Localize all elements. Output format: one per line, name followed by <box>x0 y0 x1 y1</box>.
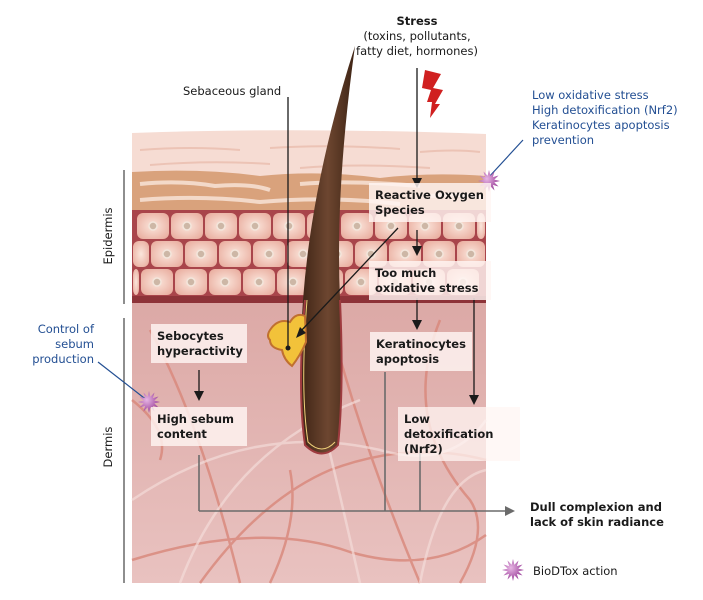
box-line: Keratinocytes <box>376 337 466 351</box>
cell-nucleus <box>230 249 240 259</box>
box-sebocytes-hyperactivity: Sebocytes hyperactivity <box>151 324 247 363</box>
biodtox-pointers <box>97 139 524 402</box>
box-line: Species <box>375 203 425 217</box>
cell-nucleus <box>216 221 226 231</box>
cell-nucleus <box>220 277 230 287</box>
pathway-arrows <box>194 68 479 405</box>
outcome-connector <box>198 372 515 516</box>
stress-line-1: (toxins, pollutants, <box>363 29 471 43</box>
biodtox-effect-epidermis: Low oxidative stress High detoxification… <box>532 88 678 148</box>
effect-line: Low oxidative stress <box>532 88 649 102</box>
outcome-label: Dull complexion and lack of skin radianc… <box>530 500 664 530</box>
lightning-icon <box>422 70 443 118</box>
cell-nucleus <box>250 221 260 231</box>
effect-line: Control of <box>37 322 94 336</box>
box-line: Reactive Oxygen <box>375 188 484 202</box>
cell-nucleus <box>196 249 206 259</box>
legend-burst-icon-icon <box>502 559 524 581</box>
box-keratinocytes-apoptosis: Keratinocytes apoptosis <box>370 332 472 371</box>
cell-nucleus <box>466 249 476 259</box>
cell-nucleus <box>186 277 196 287</box>
effect-line: High detoxification (Nrf2) <box>532 103 678 117</box>
effect-line: Keratinocytes apoptosis <box>532 118 670 132</box>
biodtox-burst-epidermis-icon <box>478 170 500 192</box>
outcome-line: lack of skin radiance <box>530 515 664 529</box>
cell-nucleus <box>434 249 444 259</box>
box-high-sebum-content: High sebum content <box>151 407 247 446</box>
box-reactive-oxygen-species: Reactive Oxygen Species <box>369 183 491 222</box>
cell-nucleus <box>298 249 308 259</box>
epidermis-label: Epidermis <box>101 207 115 265</box>
effect-line: production <box>32 352 94 366</box>
stress-label: Stress (toxins, pollutants, fatty diet, … <box>330 14 504 59</box>
box-low-detoxification: Low detoxification (Nrf2) <box>398 407 520 461</box>
cell-nucleus <box>386 221 396 231</box>
cell-nucleus <box>454 221 464 231</box>
box-line: apoptosis <box>376 352 440 366</box>
epidermis-cell <box>133 269 139 295</box>
effect-line: sebum <box>55 337 94 351</box>
legend-label: BioDTox action <box>533 564 618 578</box>
epidermis-cell <box>133 241 149 267</box>
biodtox-burst-dermis-icon <box>138 391 160 413</box>
cell-nucleus <box>356 277 366 287</box>
effect-line: prevention <box>532 133 595 147</box>
stress-heading: Stress <box>396 14 438 28</box>
dermis-label: Dermis <box>101 426 115 468</box>
cell-nucleus <box>288 277 298 287</box>
cell-nucleus <box>400 249 410 259</box>
cell-nucleus <box>352 221 362 231</box>
cell-nucleus <box>148 221 158 231</box>
box-line: Low detoxification <box>404 412 494 441</box>
cell-nucleus <box>420 221 430 231</box>
cell-nucleus <box>182 221 192 231</box>
sebaceous-gland-label: Sebaceous gland <box>183 84 282 98</box>
box-oxidative-stress: Too much oxidative stress <box>369 261 491 300</box>
biodtox-effect-dermis: Control of sebum production <box>18 322 94 367</box>
stress-line-2: fatty diet, hormones) <box>356 44 478 58</box>
outcome-line: Dull complexion and <box>530 500 662 514</box>
cell-nucleus <box>254 277 264 287</box>
box-line: (Nrf2) <box>404 442 443 456</box>
cell-nucleus <box>162 249 172 259</box>
cell-nucleus <box>284 221 294 231</box>
box-line: hyperactivity <box>157 344 243 358</box>
box-line: High sebum <box>157 412 235 426</box>
cell-nucleus <box>366 249 376 259</box>
box-line: oxidative stress <box>375 281 479 295</box>
box-line: content <box>157 427 207 441</box>
cell-nucleus <box>264 249 274 259</box>
cell-nucleus <box>152 277 162 287</box>
box-line: Too much <box>375 266 437 280</box>
box-line: Sebocytes <box>157 329 224 343</box>
